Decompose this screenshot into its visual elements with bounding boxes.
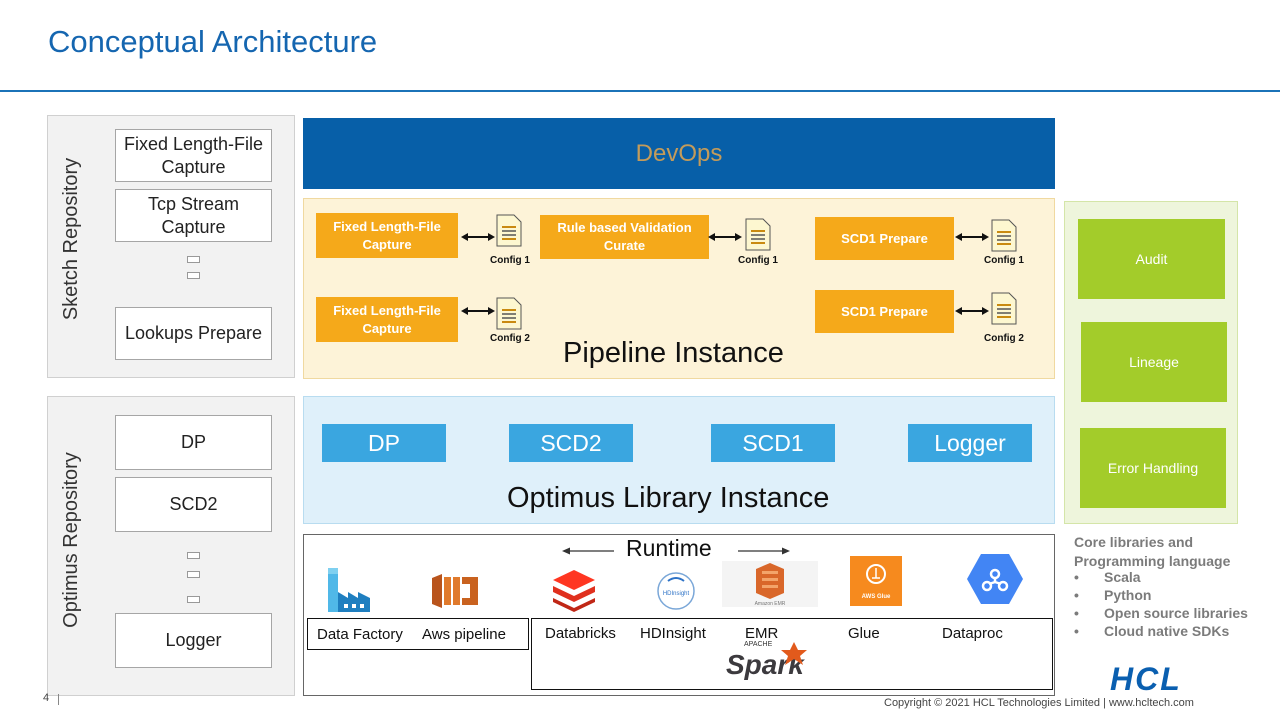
core-libraries-list: •Scala •Python •Open source libraries •C… (1074, 568, 1248, 640)
runtime-aws-pipeline: Aws pipeline (422, 626, 506, 643)
optimus-repository-label: Optimus Repository (60, 452, 82, 628)
sketch-item-lookups-prepare[interactable]: Lookups Prepare (115, 307, 272, 360)
double-arrow-icon (955, 233, 989, 241)
double-arrow-icon (708, 233, 742, 241)
sketch-item-tcp-stream[interactable]: Tcp Stream Capture (115, 189, 272, 242)
optimus-item-scd2[interactable]: SCD2 (115, 477, 272, 532)
pipeline-step-fixed-length-1[interactable]: Fixed Length-File Capture (316, 213, 458, 258)
left-arrow-icon (562, 547, 614, 555)
aws-data-pipeline-icon (432, 574, 478, 608)
pipeline-step-rule-validation[interactable]: Rule based Validation Curate (540, 215, 709, 259)
compute-platforms-box (531, 618, 1053, 690)
runtime-glue: Glue (848, 625, 880, 642)
core-item-scala: Scala (1104, 569, 1141, 585)
double-arrow-icon (461, 307, 495, 315)
config-label: Config 1 (984, 255, 1024, 266)
config-document-icon (745, 218, 771, 251)
spark-logo-top-text: APACHE (744, 641, 773, 648)
library-item-dp[interactable]: DP (322, 424, 446, 462)
core-item-python: Python (1104, 587, 1152, 603)
audit-box[interactable]: Audit (1078, 219, 1225, 299)
sketch-repository-label: Sketch Repository (60, 157, 82, 321)
library-item-scd1[interactable]: SCD1 (711, 424, 835, 462)
config-document-icon (991, 219, 1017, 252)
hdinsight-icon: HDInsight (657, 572, 695, 610)
data-factory-icon (328, 568, 370, 612)
core-item-open-source: Open source libraries (1104, 605, 1248, 621)
apache-spark-logo: APACHE Spark (726, 641, 807, 680)
lineage-box[interactable]: Lineage (1081, 322, 1227, 402)
optimus-item-logger[interactable]: Logger (115, 613, 272, 668)
ellipsis-marker (187, 596, 200, 603)
azure-aws-orchestration-box (307, 618, 529, 650)
runtime-label: Runtime (626, 535, 712, 561)
optimus-item-dp[interactable]: DP (115, 415, 272, 470)
library-item-logger[interactable]: Logger (908, 424, 1032, 462)
aws-glue-icon: AWS Glue (850, 556, 902, 606)
double-arrow-icon (955, 307, 989, 315)
ellipsis-marker (187, 256, 200, 263)
dataproc-icon (967, 554, 1023, 604)
list-item: •Open source libraries (1074, 605, 1248, 621)
list-item: •Python (1074, 587, 1152, 603)
glue-icon-text: AWS Glue (862, 594, 891, 600)
pipeline-instance-title: Pipeline Instance (563, 337, 784, 369)
core-libraries-title: Core libraries and Programming language (1074, 534, 1231, 569)
copyright-text: Copyright © 2021 HCL Technologies Limite… (884, 697, 1194, 709)
emr-icon-text: Amazon EMR (755, 601, 786, 607)
sketch-item-fixed-length[interactable]: Fixed Length-File Capture (115, 129, 272, 182)
library-instance-title: Optimus Library Instance (507, 482, 830, 514)
ellipsis-marker (187, 571, 200, 578)
config-label: Config 2 (490, 333, 530, 344)
pipeline-step-fixed-length-2[interactable]: Fixed Length-File Capture (316, 297, 458, 342)
config-document-icon (991, 292, 1017, 325)
double-arrow-icon (461, 233, 495, 241)
list-item: •Scala (1074, 569, 1141, 585)
runtime-dataproc: Dataproc (942, 625, 1003, 642)
config-label: Config 1 (490, 255, 530, 266)
runtime-hdinsight: HDInsight (640, 625, 706, 642)
devops-banner: DevOps (303, 118, 1055, 189)
right-arrow-icon (738, 547, 790, 555)
core-item-cloud-sdks: Cloud native SDKs (1104, 623, 1230, 639)
config-label: Config 1 (738, 255, 778, 266)
library-item-scd2[interactable]: SCD2 (509, 424, 633, 462)
page-number-divider (58, 694, 59, 705)
pipeline-step-scd1-prepare-2[interactable]: SCD1 Prepare (815, 290, 954, 333)
hcl-logo: HCL (1110, 661, 1182, 697)
page-title: Conceptual Architecture (48, 24, 378, 59)
config-label: Config 2 (984, 333, 1024, 344)
runtime-emr: EMR (745, 625, 779, 642)
runtime-data-factory: Data Factory (317, 626, 403, 643)
ellipsis-marker (187, 552, 200, 559)
runtime-databricks: Databricks (545, 625, 616, 642)
runtime-panel (303, 534, 1055, 696)
pipeline-step-scd1-prepare-1[interactable]: SCD1 Prepare (815, 217, 954, 260)
list-item: •Cloud native SDKs (1074, 623, 1230, 639)
error-handling-box[interactable]: Error Handling (1080, 428, 1226, 508)
hdinsight-icon-text: HDInsight (663, 591, 690, 597)
ellipsis-marker (187, 272, 200, 279)
emr-icon: Amazon EMR (722, 561, 818, 607)
page-number: 4 (43, 692, 50, 704)
databricks-icon (553, 570, 595, 612)
config-document-icon (496, 214, 522, 247)
config-document-icon (496, 297, 522, 330)
title-divider (0, 90, 1280, 92)
